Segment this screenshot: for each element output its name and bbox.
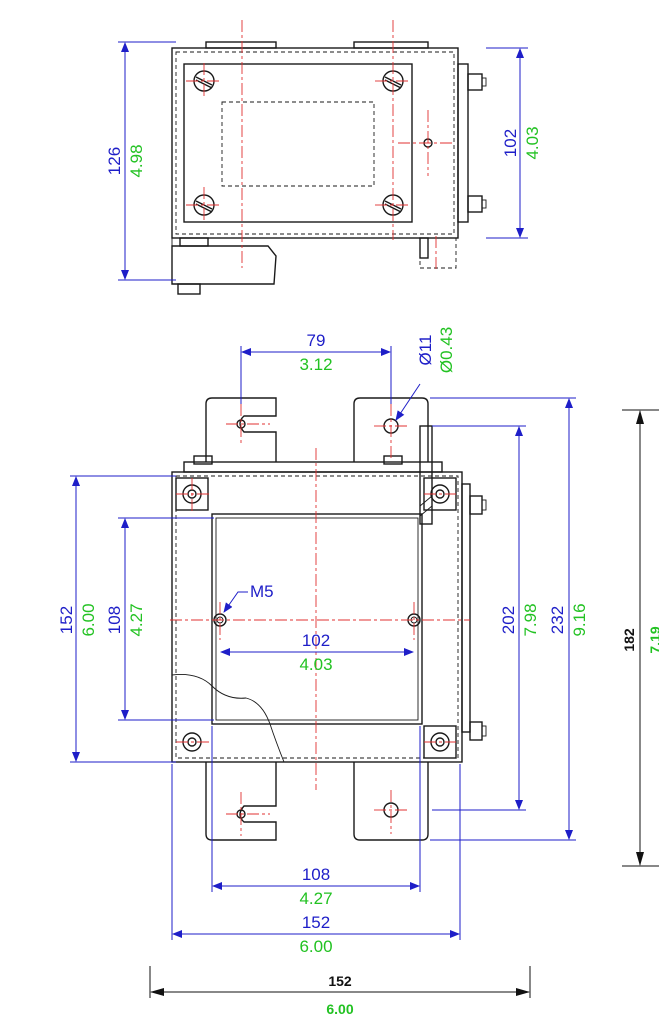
label-side-height-in: 7.19 (647, 626, 659, 653)
dim-slot-spacing (240, 346, 392, 404)
dim-window-width (211, 726, 421, 892)
label-slot-spacing-mm: 79 (307, 331, 326, 350)
label-window-width-in: 4.27 (299, 889, 332, 908)
label-window-height-mm: 108 (105, 606, 124, 634)
front-view (70, 346, 659, 998)
label-slot-spacing-in: 3.12 (299, 355, 332, 374)
dim-overall-height (430, 397, 576, 841)
front-side-nut-upper (469, 495, 487, 515)
top-tab-left (205, 41, 277, 49)
dim-foot-hole-spacing (432, 425, 526, 811)
label-window-width-mm: 108 (302, 865, 330, 884)
dimension-labels: 126 4.98 102 4.03 79 3.12 Ø11 Ø0.43 M5 1… (57, 126, 659, 1017)
label-overall-width-mm: 152 (328, 973, 352, 989)
top-centerlines (186, 20, 452, 270)
label-top-height-mm: 126 (105, 147, 124, 175)
label-inner-hole-spacing-in: 4.03 (299, 655, 332, 674)
label-top-screw-spacing-mm: 102 (501, 129, 520, 157)
label-body-width-in: 6.00 (299, 937, 332, 956)
label-body-width-mm: 152 (302, 913, 330, 932)
label-hole-diameter-in: Ø0.43 (437, 327, 456, 373)
front-break-line (171, 674, 285, 763)
label-side-height-mm: 182 (621, 628, 637, 652)
label-hole-diameter-mm: Ø11 (416, 335, 435, 366)
leader-m5 (223, 591, 248, 613)
front-side-nut-lower (469, 721, 487, 741)
top-lid-plate (183, 63, 413, 223)
label-foot-hole-spacing-mm: 202 (499, 606, 518, 634)
label-window-height-in: 4.27 (127, 603, 146, 636)
top-side-nut-lower (467, 195, 487, 213)
top-view (118, 20, 528, 295)
dim-top-height (118, 41, 176, 281)
front-centerlines (170, 404, 470, 836)
front-top-bar (183, 461, 443, 473)
front-body-inner-hidden (175, 475, 459, 759)
top-bracket-nut (177, 283, 201, 295)
leader-hole-diameter (395, 383, 421, 421)
label-top-screw-spacing-in: 4.03 (523, 126, 542, 159)
front-rod (419, 425, 433, 525)
label-thread: M5 (250, 582, 274, 601)
top-bracket-right-hidden (419, 237, 457, 269)
top-side-nut-upper (467, 73, 487, 91)
label-foot-hole-spacing-in: 7.98 (521, 603, 540, 636)
dim-body-height (70, 475, 176, 763)
label-inner-hole-spacing-mm: 102 (302, 631, 330, 650)
dim-body-width (171, 764, 461, 940)
top-tab-right (353, 41, 429, 49)
label-overall-height-in: 9.16 (570, 603, 589, 636)
label-overall-width-in: 6.00 (326, 1001, 353, 1017)
top-housing-inner-hidden (175, 51, 455, 235)
dim-overall-width (149, 966, 531, 998)
top-window-hidden (221, 101, 375, 187)
top-bracket (171, 245, 277, 285)
front-side-strip (461, 483, 471, 733)
top-bracket-clamp (179, 237, 209, 247)
label-top-height-in: 4.98 (127, 144, 146, 177)
front-window-outer (211, 513, 423, 725)
top-side-strip (457, 63, 469, 223)
label-body-height-in: 6.00 (79, 603, 98, 636)
dim-window-height (118, 517, 214, 721)
label-overall-height-mm: 232 (548, 606, 567, 634)
label-body-height-mm: 152 (57, 606, 76, 634)
dim-side-height (622, 409, 659, 867)
front-window-inner (215, 517, 419, 721)
dim-top-screw-spacing (486, 47, 528, 239)
